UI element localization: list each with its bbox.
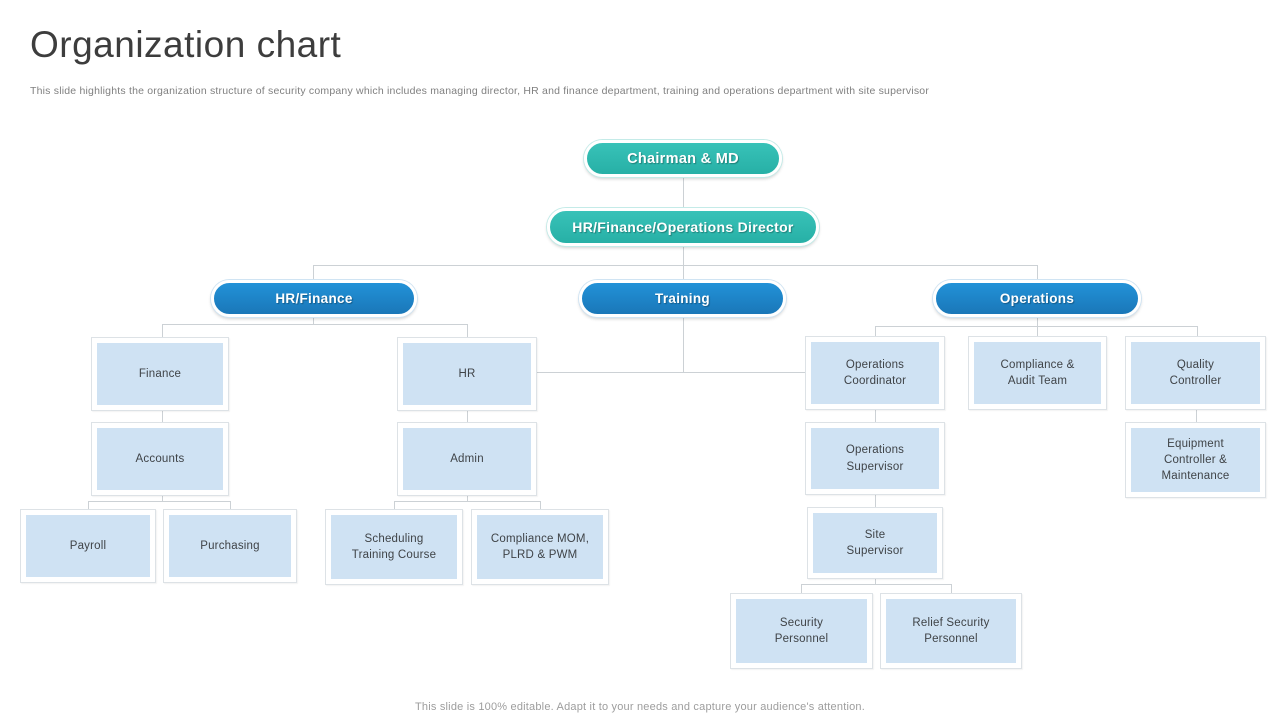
- connector-line: [875, 326, 876, 336]
- node-fill: Quality Controller: [1131, 342, 1260, 404]
- org-node-label: HR/Finance/Operations Director: [572, 219, 794, 235]
- connector-line: [1037, 326, 1038, 336]
- org-node-site-supervisor[interactable]: Site Supervisor: [807, 507, 943, 579]
- org-node-label: Purchasing: [200, 539, 260, 552]
- connector-line: [88, 501, 231, 502]
- connector-line: [313, 265, 314, 280]
- connector-line: [230, 501, 231, 509]
- org-node-security-personnel[interactable]: Security Personnel: [730, 593, 873, 669]
- node-fill: Security Personnel: [736, 599, 867, 663]
- org-node-label: HR: [458, 367, 476, 380]
- connector-line: [467, 324, 468, 337]
- node-fill: Purchasing: [169, 515, 291, 577]
- node-fill: Finance: [97, 343, 223, 405]
- connector-line: [875, 410, 876, 422]
- org-node-label: HR/Finance: [275, 291, 353, 306]
- node-fill: Compliance MOM, PLRD & PWM: [477, 515, 603, 579]
- connector-line: [162, 411, 163, 422]
- connector-line: [1037, 265, 1038, 280]
- node-fill: HR: [403, 343, 531, 405]
- org-node-relief-security-personnel[interactable]: Relief Security Personnel: [880, 593, 1022, 669]
- connector-line: [162, 324, 163, 337]
- node-fill: Compliance & Audit Team: [974, 342, 1101, 404]
- node-fill: Operations Supervisor: [811, 428, 939, 489]
- org-node-label: Operations Coordinator: [843, 358, 907, 387]
- connector-line: [394, 501, 540, 502]
- org-node-finance[interactable]: Finance: [91, 337, 229, 411]
- slide-subtitle: This slide highlights the organization s…: [30, 85, 930, 97]
- org-node-operations-supervisor[interactable]: Operations Supervisor: [805, 422, 945, 495]
- connector-line: [875, 579, 876, 584]
- org-node-label: Compliance MOM, PLRD & PWM: [490, 532, 590, 561]
- connector-line: [313, 317, 314, 325]
- org-node-hr[interactable]: HR: [397, 337, 537, 411]
- connector-line: [467, 496, 468, 501]
- org-node-label: Equipment Controller & Maintenance: [1161, 437, 1230, 483]
- connector-line: [875, 326, 1197, 327]
- connector-line: [683, 317, 684, 372]
- org-branch-training[interactable]: Training: [579, 280, 786, 317]
- slide-title: Organization chart: [30, 24, 342, 65]
- node-fill: Scheduling Training Course: [331, 515, 457, 579]
- org-node-label: Payroll: [69, 539, 107, 552]
- connector-line: [162, 324, 467, 325]
- slide-footer-note: This slide is 100% editable. Adapt it to…: [415, 701, 865, 713]
- connector-line: [88, 501, 89, 509]
- node-fill: Accounts: [97, 428, 223, 490]
- org-node-label: Compliance & Audit Team: [1000, 358, 1075, 387]
- connector-line: [951, 584, 952, 593]
- connector-line: [1037, 317, 1038, 326]
- org-node-director[interactable]: HR/Finance/Operations Director: [547, 208, 819, 246]
- node-fill: Equipment Controller & Maintenance: [1131, 428, 1260, 492]
- org-node-label: Accounts: [135, 452, 185, 465]
- org-node-accounts[interactable]: Accounts: [91, 422, 229, 496]
- org-node-label: Security Personnel: [774, 616, 829, 645]
- org-node-compliance-mom-plrd-pwm[interactable]: Compliance MOM, PLRD & PWM: [471, 509, 609, 585]
- org-node-payroll[interactable]: Payroll: [20, 509, 156, 583]
- node-fill: Admin: [403, 428, 531, 490]
- org-node-label: Relief Security Personnel: [912, 616, 990, 645]
- node-fill: Payroll: [26, 515, 150, 577]
- org-node-admin[interactable]: Admin: [397, 422, 537, 496]
- connector-line: [1196, 410, 1197, 422]
- org-branch-operations[interactable]: Operations: [933, 280, 1141, 317]
- node-fill: Relief Security Personnel: [886, 599, 1016, 663]
- org-node-label: Scheduling Training Course: [351, 532, 437, 561]
- connector-line: [683, 245, 684, 265]
- org-node-label: Chairman & MD: [627, 150, 739, 167]
- connector-line: [801, 584, 802, 593]
- org-node-operations-coordinator[interactable]: Operations Coordinator: [805, 336, 945, 410]
- node-fill: Operations Coordinator: [811, 342, 939, 404]
- org-node-purchasing[interactable]: Purchasing: [163, 509, 297, 583]
- org-node-label: Training: [655, 291, 710, 306]
- org-node-compliance-audit-team[interactable]: Compliance & Audit Team: [968, 336, 1107, 410]
- connector-line: [540, 501, 541, 509]
- connector-line: [683, 177, 684, 208]
- org-node-label: Operations Supervisor: [845, 444, 905, 473]
- connector-line: [683, 265, 684, 280]
- org-node-quality-controller[interactable]: Quality Controller: [1125, 336, 1266, 410]
- node-fill: Site Supervisor: [813, 513, 937, 573]
- org-branch-hr-finance[interactable]: HR/Finance: [211, 280, 417, 317]
- org-node-chairman-md[interactable]: Chairman & MD: [584, 140, 782, 177]
- connector-line: [162, 496, 163, 501]
- org-node-equipment-controller-maintenance[interactable]: Equipment Controller & Maintenance: [1125, 422, 1266, 498]
- connector-line: [313, 265, 1037, 266]
- org-node-label: Operations: [999, 291, 1075, 306]
- org-node-label: Admin: [450, 452, 484, 465]
- connector-line: [537, 372, 805, 373]
- connector-line: [394, 501, 395, 509]
- connector-line: [801, 584, 951, 585]
- org-node-label: Finance: [138, 367, 182, 380]
- org-node-scheduling-training-course[interactable]: Scheduling Training Course: [325, 509, 463, 585]
- connector-line: [875, 495, 876, 507]
- connector-line: [467, 411, 468, 422]
- org-node-label: Quality Controller: [1169, 358, 1222, 387]
- connector-line: [1197, 326, 1198, 336]
- org-node-label: Site Supervisor: [846, 528, 904, 557]
